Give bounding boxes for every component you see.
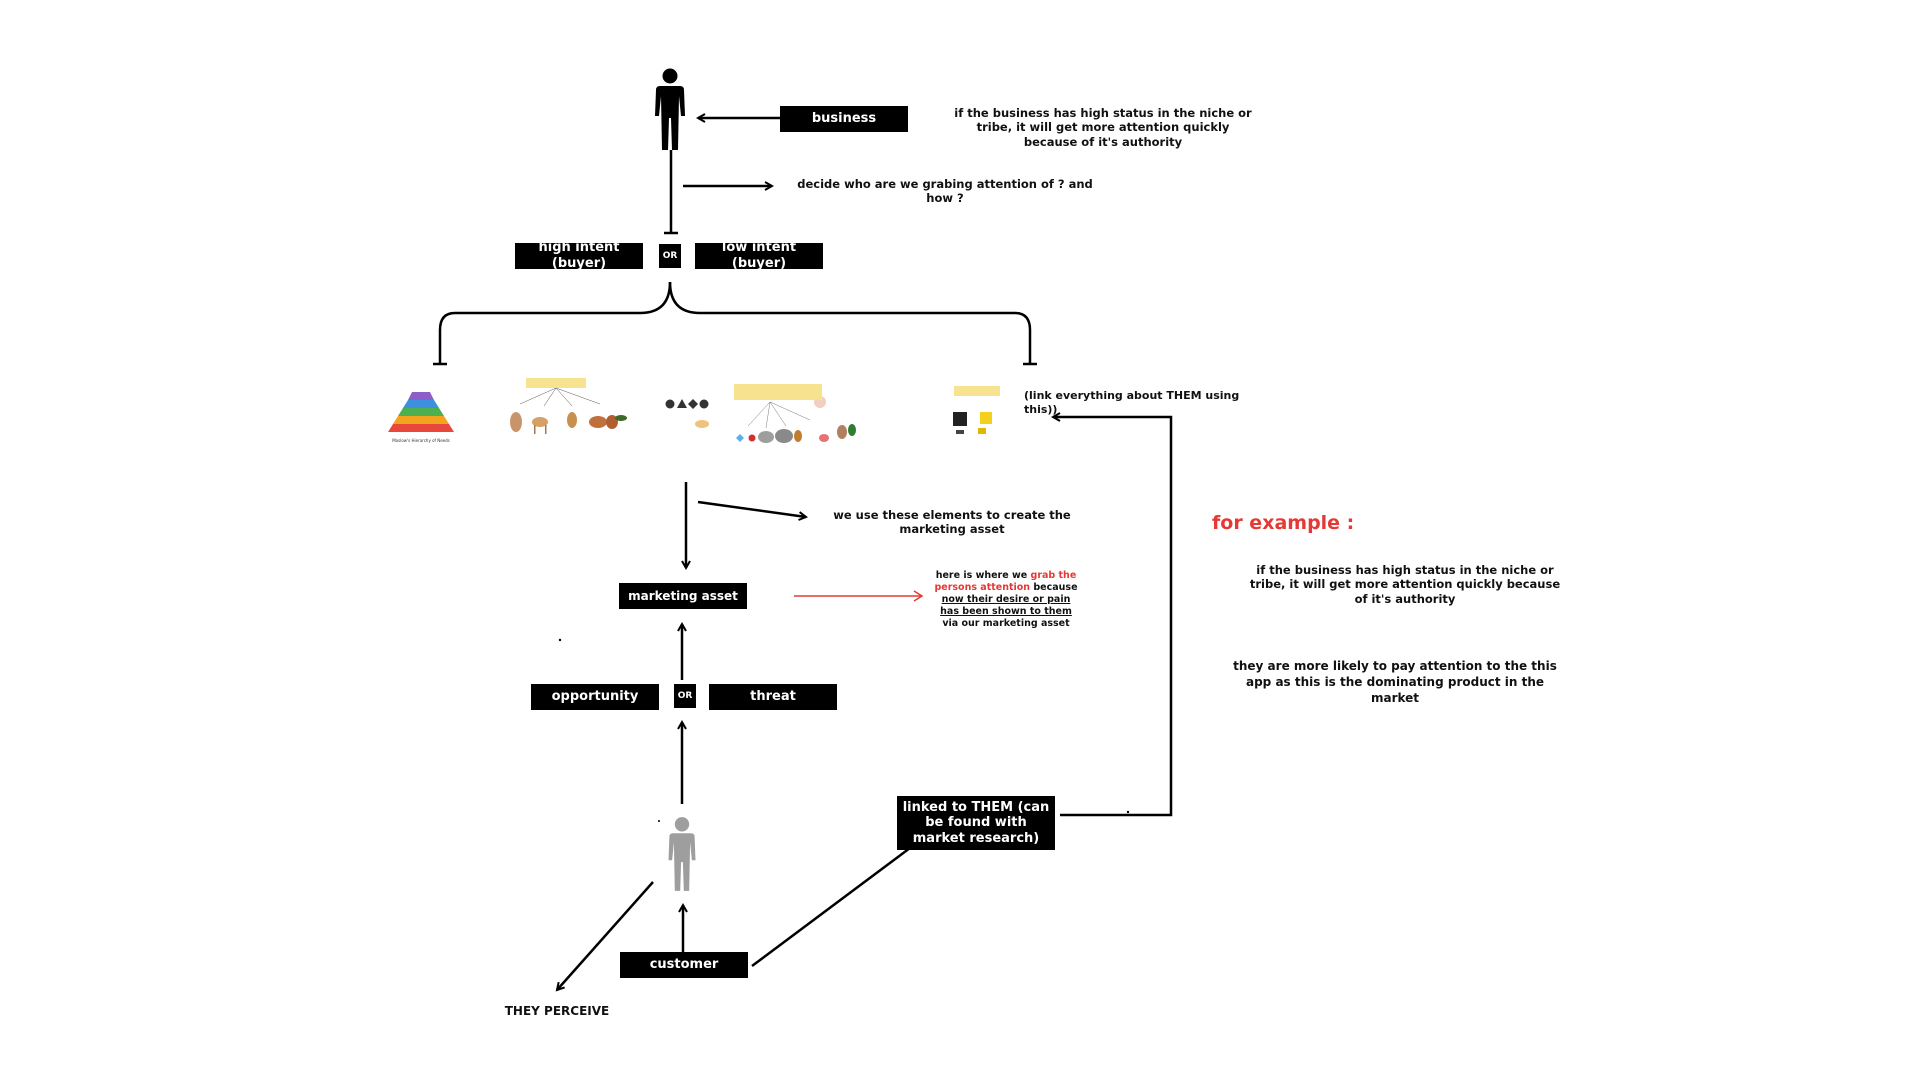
shapes-icon [665, 396, 856, 443]
brace [438, 281, 672, 363]
contrast-thumbnail [944, 384, 1012, 446]
attention-text: here is where we grab the persons attent… [932, 570, 1080, 629]
attention-text-1: here is where we [935, 570, 1031, 581]
customer-person-icon [668, 817, 696, 891]
sticky-note-small [954, 386, 1000, 396]
arrow-use-elements [697, 500, 806, 517]
pyramid-icon [388, 392, 454, 432]
for-example-heading: for example : [1212, 512, 1355, 534]
attention-text-3: via our marketing asset [942, 617, 1070, 629]
animal-instinct-thumbnail [500, 378, 630, 438]
example-text-2: they are more likely to pay attention to… [1233, 659, 1557, 706]
decide-text: decide who are we grabing attention of ?… [797, 177, 1093, 206]
example-text-1: if the business has high status in the n… [1249, 563, 1561, 606]
low-intent-label: low intent (buyer) [695, 240, 823, 271]
or-mid-badge: OR [674, 684, 696, 708]
linked-to-them-label: linked to THEM (can be found with market… [897, 796, 1055, 850]
sticky-note [526, 378, 586, 388]
sticky-note-main [734, 384, 822, 400]
animals-icon [510, 387, 627, 434]
attention-text-underlined: now their desire or pain has been shown … [940, 593, 1072, 617]
maslow-pyramid-thumbnail: Maslow's Hierarchy of Needs [386, 392, 456, 443]
attention-text-2: because [1030, 581, 1078, 593]
or-top-badge: OR [659, 244, 681, 268]
they-perceive-text: THEY PERCEIVE [504, 1004, 610, 1018]
opportunity-label: opportunity [531, 684, 659, 710]
use-elements-text: we use these elements to create the mark… [833, 508, 1071, 537]
shapes-elements-thumbnail [660, 380, 885, 448]
attention-text-red: grab the persons attention [934, 570, 1077, 593]
high-intent-label: high intent (buyer) [515, 240, 643, 271]
link-everything-text: (link everything about THEM using this)) [1024, 389, 1240, 416]
boxes-icon [953, 412, 992, 434]
business-label: business [780, 106, 908, 132]
marketing-asset-label: marketing asset [619, 583, 747, 609]
arrow-linked-to-them [1053, 417, 1173, 817]
customer-label: customer [620, 952, 748, 978]
business-note-text: if the business has high status in the n… [954, 106, 1252, 149]
maslow-caption: Maslow's Hierarchy of Needs [392, 438, 450, 443]
line-customer-to-linked [751, 846, 911, 968]
arrow-they-perceive [557, 881, 654, 990]
threat-label: threat [709, 684, 837, 710]
business-person-icon [655, 68, 685, 150]
